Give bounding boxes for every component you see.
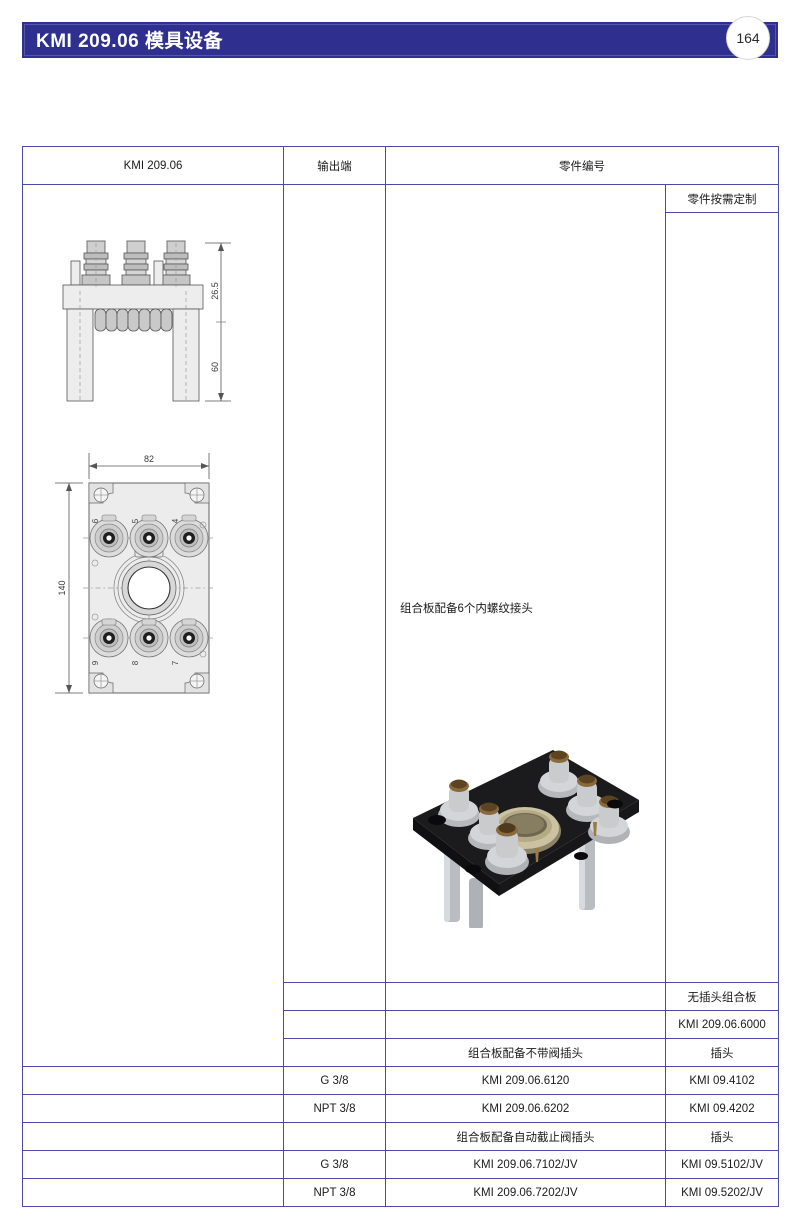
plan-port-7 [169,618,209,658]
table-body-main-row: 26.5 60 82 [22,184,779,1067]
plan-port-label-5: 5 [131,518,140,523]
table-row: NPT 3/8 KMI 209.06.6202 KMI 09.4202 [22,1094,779,1123]
row1-model-blank [22,1066,284,1095]
table-row: G 3/8 KMI 209.06.6120 KMI 09.4102 [22,1066,779,1095]
row1-outlet: G 3/8 [283,1066,386,1095]
row2-plug: KMI 09.4202 [665,1094,779,1123]
no-plug-code: KMI 209.06.6000 [665,1010,779,1039]
plan-dim-width: 82 [144,454,154,464]
row3-part: KMI 209.06.7102/JV [385,1150,666,1179]
group2-plug-label: 插头 [665,1122,779,1151]
group-header-auto-valve-row: 组合板配备自动截止阀插头 插头 [22,1122,779,1151]
row2-model-blank [22,1094,284,1123]
row4-model-blank [22,1178,284,1207]
plan-port-label-7: 7 [171,660,180,665]
col-header-part-number: 零件编号 [385,146,779,185]
plan-port-4 [169,514,209,558]
plan-dim-height: 140 [57,580,67,595]
description-text: 组合板配备6个内螺纹接头 [400,602,533,615]
header-bar [22,22,778,58]
plan-central-bore [113,552,185,624]
plan-ports [89,514,209,658]
plan-port-label-4: 4 [171,518,180,523]
plan-port-label-6: 6 [91,518,100,523]
row3-outlet: G 3/8 [283,1150,386,1179]
drawings-column: 26.5 60 82 [23,185,283,1066]
group2-outlet-blank [283,1122,386,1151]
page-number-badge: 164 [726,16,770,60]
row1-plug: KMI 09.4102 [665,1066,779,1095]
row4-plug: KMI 09.5202/JV [665,1178,779,1207]
group-header-no-valve-row: 组合板配备不带阀插头 插头 [23,1038,779,1067]
no-plug-code-outlet-blank [283,1010,386,1039]
group2-title: 组合板配备自动截止阀插头 [385,1122,666,1151]
row3-model-blank [22,1150,284,1179]
col-header-model: KMI 209.06 [22,146,284,185]
photo-fixing-holes [427,799,623,873]
row4-part: KMI 209.06.7202/JV [385,1178,666,1207]
row1-part: KMI 209.06.6120 [385,1066,666,1095]
group1-plug-label: 插头 [665,1038,779,1067]
custom-note-cell: 零件按需定制 [665,184,779,213]
photo-couplings [437,750,630,875]
plan-view-drawing: 82 140 [55,453,215,694]
row2-outlet: NPT 3/8 [283,1094,386,1123]
plan-port-label-8: 8 [131,660,140,665]
plan-width-dimension [88,453,210,479]
product-photo [412,749,639,928]
group2-model-blank [22,1122,284,1151]
plan-port-label-9: 9 [91,660,100,665]
side-view-drawing: 26.5 60 [62,240,231,402]
right-column-spacer-row [23,212,779,983]
table-row: G 3/8 KMI 209.06.7102/JV KMI 09.5102/JV [22,1150,779,1179]
side-dim-upper: 26.5 [210,282,220,300]
side-dimension-line [205,242,231,402]
side-nipple-mid [121,240,151,286]
drawings-cell: 26.5 60 82 [22,184,284,1067]
no-plug-label: 无插头组合板 [665,982,779,1011]
no-plug-outlet-blank [283,982,386,1011]
plan-height-dimension [55,482,83,694]
no-plug-part-blank [385,982,666,1011]
plan-port-9 [89,618,129,658]
page-title: KMI 209.06 模具设备 [36,30,223,52]
right-spacer-cell [665,212,779,983]
plan-port-8 [129,618,169,658]
page-header: KMI 209.06 模具设备 164 [22,16,778,60]
group1-outlet-blank [283,1038,386,1067]
row2-part: KMI 209.06.6202 [385,1094,666,1123]
table-header-row: KMI 209.06 输出端 零件编号 [22,146,779,185]
col-header-outlet: 输出端 [283,146,386,185]
spec-table: KMI 209.06 输出端 零件编号 [22,146,779,1207]
spec-table-container: KMI 209.06 输出端 零件编号 [22,146,779,1207]
outlet-blank-cell [283,184,386,983]
description-photo-cell: 组合板配备6个内螺纹接头 [385,184,666,983]
side-dim-lower: 60 [210,362,220,372]
plan-port-5 [129,514,169,558]
table-row: NPT 3/8 KMI 209.06.7202/JV KMI 09.5202/J… [22,1178,779,1207]
no-plug-code-part-blank [385,1010,666,1039]
row3-plug: KMI 09.5102/JV [665,1150,779,1179]
row4-outlet: NPT 3/8 [283,1178,386,1207]
no-plug-code-row: KMI 209.06.6000 [23,1010,779,1039]
plan-port-6 [89,514,129,558]
group1-title: 组合板配备不带阀插头 [385,1038,666,1067]
